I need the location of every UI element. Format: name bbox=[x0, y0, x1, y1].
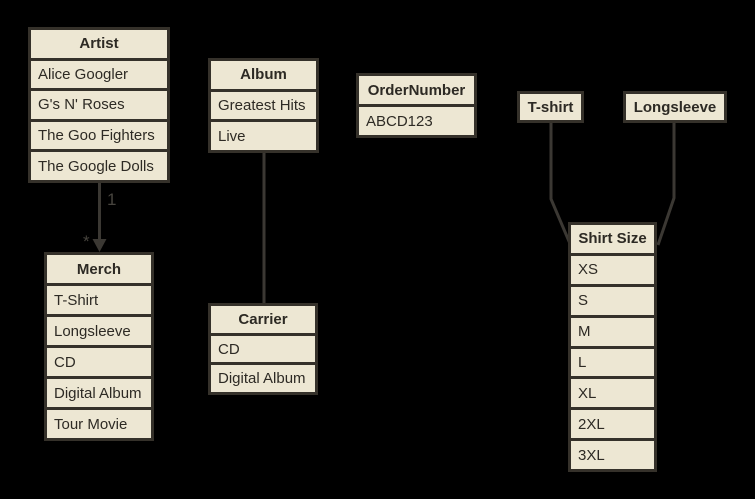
node-carrier: Carrier CD Digital Album bbox=[208, 303, 318, 395]
node-shirtsize-title: Shirt Size bbox=[571, 225, 654, 253]
node-shirtsize-row-1: S bbox=[571, 286, 654, 315]
edge-label-one: 1 bbox=[107, 190, 116, 209]
node-longsleeve-title: Longsleeve bbox=[626, 94, 724, 120]
edge-longsleeve-shirtsize-line bbox=[656, 122, 676, 246]
node-artist-row-1: G's N' Roses bbox=[31, 91, 167, 119]
node-artist-title: Artist bbox=[31, 30, 167, 58]
node-album-row-1: Live bbox=[211, 122, 316, 151]
node-carrier-row-1: Digital Album bbox=[211, 365, 315, 393]
node-shirtsize-row-2: M bbox=[571, 317, 654, 346]
node-shirtsize: Shirt Size XS S M L XL 2XL 3XL bbox=[568, 222, 657, 472]
node-ordernumber-title: OrderNumber bbox=[359, 76, 474, 104]
arrowhead-down-icon bbox=[92, 239, 107, 252]
node-shirtsize-row-6: 3XL bbox=[571, 441, 654, 469]
node-ordernumber-row-0: ABCD123 bbox=[359, 107, 474, 135]
node-merch-row-2: CD bbox=[47, 348, 151, 376]
node-tshirt: T-shirt bbox=[517, 91, 584, 123]
node-merch-row-4: Tour Movie bbox=[47, 410, 151, 438]
node-merch: Merch T-Shirt Longsleeve CD Digital Albu… bbox=[44, 252, 154, 441]
node-artist-row-2: The Goo Fighters bbox=[31, 121, 167, 150]
node-ordernumber: OrderNumber ABCD123 bbox=[356, 73, 477, 138]
node-shirtsize-row-4: XL bbox=[571, 379, 654, 408]
node-merch-row-3: Digital Album bbox=[47, 379, 151, 407]
node-merch-title: Merch bbox=[47, 255, 151, 283]
node-album-row-0: Greatest Hits bbox=[211, 91, 316, 120]
node-shirtsize-row-0: XS bbox=[571, 255, 654, 284]
node-shirtsize-row-5: 2XL bbox=[571, 410, 654, 439]
node-shirtsize-row-3: L bbox=[571, 348, 654, 377]
node-artist: Artist Alice Googler G's N' Roses The Go… bbox=[28, 27, 170, 183]
edge-artist-merch: 1 * bbox=[83, 182, 116, 252]
node-tshirt-title: T-shirt bbox=[520, 94, 581, 120]
node-carrier-row-0: CD bbox=[211, 335, 315, 363]
node-album: Album Greatest Hits Live bbox=[208, 58, 319, 153]
node-merch-row-0: T-Shirt bbox=[47, 286, 151, 314]
node-album-title: Album bbox=[211, 61, 316, 89]
node-longsleeve: Longsleeve bbox=[623, 91, 727, 123]
edge-label-many: * bbox=[83, 232, 90, 251]
node-carrier-title: Carrier bbox=[211, 306, 315, 333]
node-artist-row-0: Alice Googler bbox=[31, 60, 167, 89]
edge-tshirt-shirtsize-line bbox=[549, 122, 573, 247]
node-merch-row-1: Longsleeve bbox=[47, 317, 151, 345]
node-artist-row-3: The Google Dolls bbox=[31, 152, 167, 180]
